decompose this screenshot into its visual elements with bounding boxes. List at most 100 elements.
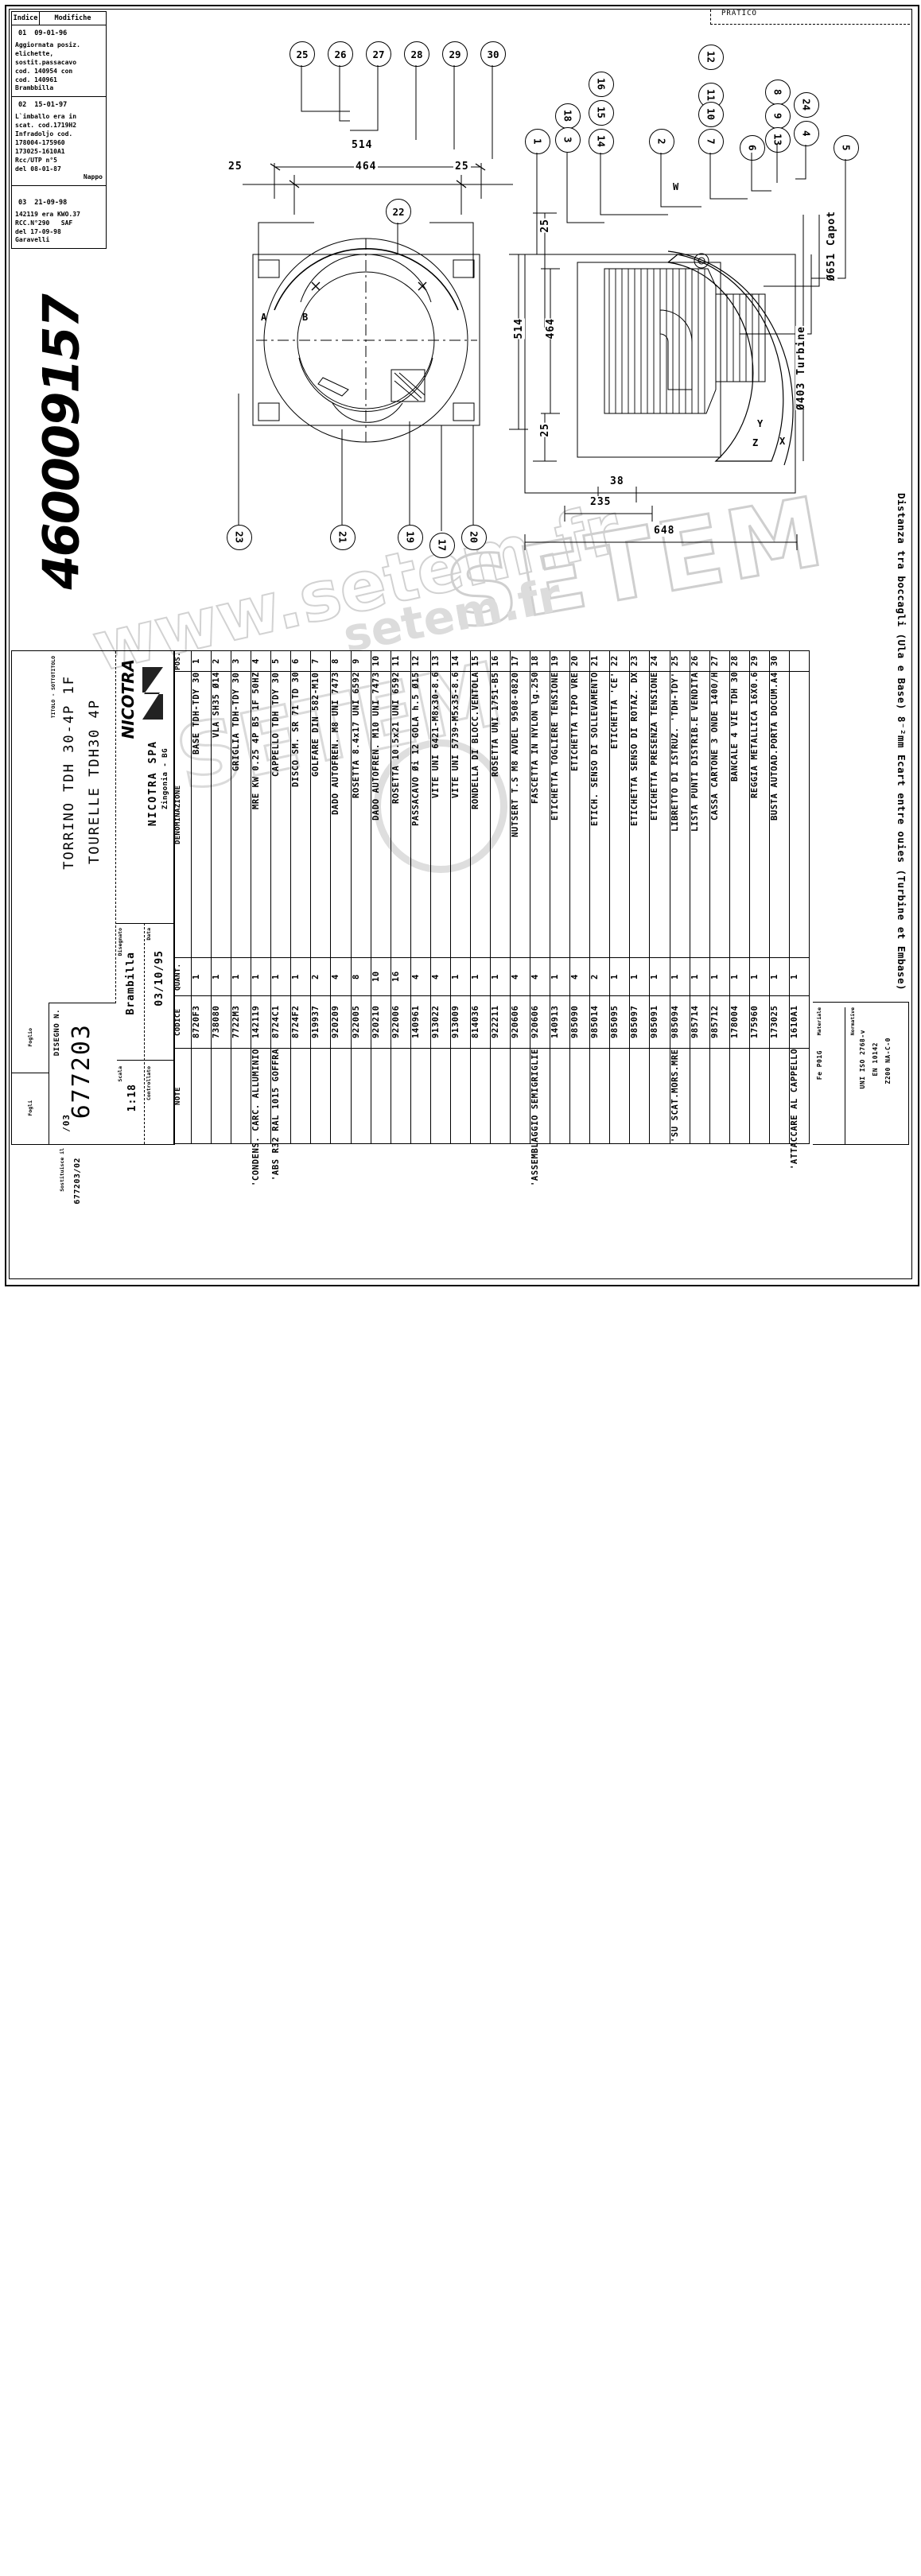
- qty-cell: 1: [212, 974, 222, 980]
- dimension-25-vertical-top: 25: [539, 219, 551, 233]
- name-cell: ETICHETTA TIPO VRE: [570, 672, 581, 771]
- brand-logo: NICOTRA: [119, 659, 138, 739]
- qty-cell: 4: [570, 974, 581, 980]
- bom-row-positions: POS. 1 2 3 4 5 6 7 8 9 10 11 12 13 14 15…: [173, 650, 810, 672]
- qty-cell: 4: [530, 974, 541, 980]
- balloon-28: 28: [404, 41, 429, 67]
- qty-cell: 1: [789, 974, 799, 980]
- name-cell: BUSTA AUTOAD.PORTA DOCUM.A4: [769, 672, 779, 821]
- disegno-label: DISEGNO N.: [53, 1009, 61, 1057]
- revision-index: 03: [18, 199, 27, 207]
- balloon-30: 30: [480, 41, 506, 67]
- code-cell: 985091: [650, 1005, 660, 1039]
- pos-cell: 29: [749, 655, 760, 667]
- pos-cell: 27: [709, 655, 720, 667]
- pos-cell: 7: [311, 658, 321, 664]
- code-cell: 175960: [749, 1005, 760, 1039]
- name-cell: BANCALE 4 VIE TDH 30: [729, 672, 740, 782]
- revision-signature: Garavelli: [15, 236, 50, 243]
- sostituisce-label: Sostituisce il: [59, 1148, 65, 1192]
- code-cell: 985714: [690, 1005, 700, 1039]
- pos-cell: 13: [430, 655, 441, 667]
- balloon-9: 9: [765, 103, 791, 129]
- page-value: /03: [61, 1114, 72, 1132]
- name-cell: ETICHETTA 'CE': [610, 672, 620, 749]
- balloon-26: 26: [328, 41, 353, 67]
- part-number: 460009157: [32, 295, 91, 590]
- header-quant: QUANT.: [174, 963, 182, 991]
- qty-cell: 1: [192, 974, 201, 980]
- revision-text: L`imballo era in scat. cod.1719H2 Infrad…: [15, 113, 77, 173]
- normative-line: Z200 NA-C-0: [884, 1038, 892, 1084]
- revision-header: Indice Modifiche: [12, 12, 106, 25]
- qty-cell: 1: [490, 974, 500, 980]
- pratico-tab: PRATICO: [710, 10, 910, 25]
- title-italian: TORRINO TDH 30-4P 1F: [61, 675, 77, 870]
- qty-cell: 2: [311, 974, 321, 980]
- bom-row-notes: NOTE 'CONDENS. CARC. ALLUMINIO 'ABS R32 …: [173, 1048, 810, 1186]
- code-cell: 985712: [709, 1005, 720, 1039]
- qty-cell: 2: [590, 974, 600, 980]
- name-cell: LISTA PUNTI DISTRIB.E VENDITA: [690, 672, 700, 832]
- balloon-15: 15: [589, 100, 614, 126]
- balloon-29: 29: [442, 41, 468, 67]
- bom-row-codes: CODICE 8720F3 738080 7722M3 142119 8724C…: [173, 995, 810, 1049]
- code-cell: 913009: [450, 1005, 461, 1039]
- materials-normative-block: Materiale Fe P01G Normative UNI ISO 2768…: [813, 1002, 909, 1145]
- code-cell: 140913: [550, 1005, 561, 1039]
- code-cell: 985090: [570, 1005, 581, 1039]
- name-cell: BASE TDH-TDY 30: [192, 672, 201, 755]
- balloon-1: 1: [525, 129, 550, 154]
- dimension-25-vertical-bottom: 25: [539, 423, 551, 437]
- name-cell: ETICHETTA TOGLIERE TENSIONE: [550, 672, 561, 821]
- drawing-geometry: [238, 65, 846, 550]
- name-cell: REGGIA METALLICA 16X0.6: [749, 672, 760, 799]
- name-cell: DADO AUTOFREN. M10 UNI 7473: [371, 672, 381, 821]
- brand-mark-icon: [142, 667, 163, 720]
- qty-cell: 1: [670, 974, 680, 980]
- header-denominazione: DENOMINAZIONE: [174, 785, 182, 844]
- foglio-label: Foglio: [27, 1028, 33, 1047]
- code-cell: 178004: [729, 1005, 740, 1039]
- normative-label: Normative: [849, 1007, 856, 1036]
- qty-cell: 1: [630, 974, 640, 980]
- name-cell: FASCETTA IN NYLON lg.250: [530, 672, 541, 805]
- qty-cell: 1: [271, 974, 282, 980]
- pos-cell: 21: [590, 655, 600, 667]
- revision-signature: Brambbilla: [15, 84, 54, 91]
- pos-cell: 24: [650, 655, 660, 667]
- company-name: NICOTRA SPA: [147, 740, 159, 827]
- pos-cell: 3: [231, 658, 242, 664]
- revision-header-modifications: Modifiche: [54, 14, 91, 22]
- name-cell: DISCO SM. SR 71 TD 30: [291, 672, 301, 788]
- sostituisce-value: 677203/02: [73, 1158, 82, 1205]
- header-note: NOTE: [174, 1087, 182, 1105]
- label-w: W: [673, 181, 679, 192]
- dimension-25-left: 25: [227, 161, 244, 173]
- pos-cell: 30: [769, 655, 779, 667]
- bom-row-denominations: DENOMINAZIONE BASE TDH-TDY 30 VLA SH35 Ø…: [173, 671, 810, 958]
- code-cell: 1610A1: [789, 1005, 799, 1039]
- qty-cell: 1: [251, 974, 262, 980]
- revision-text: 142119 era KWO.37 RCC.N°290 SAF del 17-0…: [15, 211, 80, 235]
- balloon-16: 16: [589, 72, 614, 97]
- normative-line: UNI ISO 2768-v: [859, 1030, 866, 1089]
- name-cell: VITE UNI 6421-M8x30-8.6: [430, 672, 441, 799]
- balloon-4: 4: [794, 121, 819, 146]
- qty-cell: 1: [749, 974, 760, 980]
- pos-cell: 22: [610, 655, 620, 667]
- balloon-27: 27: [366, 41, 391, 67]
- balloon-12: 12: [698, 45, 724, 70]
- note-cell: 'ATTACCARE AL CAPPELLO: [789, 1049, 799, 1170]
- name-cell: GRIGLIA TDH-TDY 30: [231, 672, 242, 771]
- name-cell: GOLFARE DIN 582-M10: [311, 672, 321, 777]
- pos-cell: 16: [490, 655, 500, 667]
- code-cell: 142119: [251, 1005, 262, 1039]
- code-cell: 920606: [511, 1005, 520, 1039]
- balloon-22: 22: [386, 199, 411, 224]
- name-cell: ETICH. SENSO DI SOLLEVAMENTO: [590, 672, 600, 826]
- balloon-20: 20: [461, 525, 487, 550]
- balloon-13: 13: [765, 127, 791, 153]
- pos-cell: 14: [450, 655, 461, 667]
- code-cell: 919937: [311, 1005, 321, 1039]
